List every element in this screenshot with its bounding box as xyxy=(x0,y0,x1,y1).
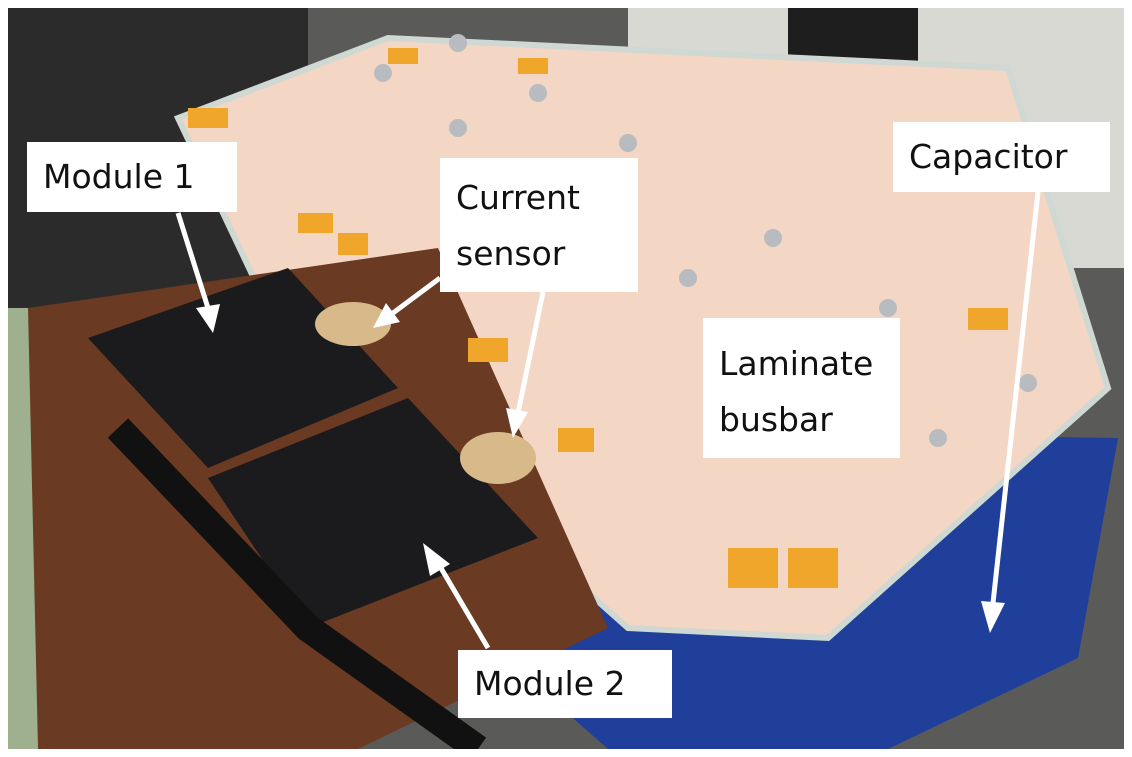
label-module-2: Module 2 xyxy=(458,650,672,718)
module-2 xyxy=(208,398,538,628)
current-sensor-1 xyxy=(315,302,391,346)
label-laminate-busbar-line1: Laminate xyxy=(719,344,874,383)
current-sensor-2 xyxy=(460,432,536,484)
label-current-sensor: Current sensor xyxy=(440,158,638,292)
label-laminate-busbar: Laminate busbar xyxy=(703,318,900,458)
label-capacitor: Capacitor xyxy=(893,122,1110,192)
label-laminate-busbar-line2: busbar xyxy=(719,400,833,439)
annotation-arrows xyxy=(175,191,1041,650)
label-current-sensor-line2: sensor xyxy=(456,234,566,273)
power-converter-photo xyxy=(8,8,1124,749)
label-module-1: Module 1 xyxy=(27,142,237,212)
label-current-sensor-line1: Current xyxy=(456,178,580,217)
